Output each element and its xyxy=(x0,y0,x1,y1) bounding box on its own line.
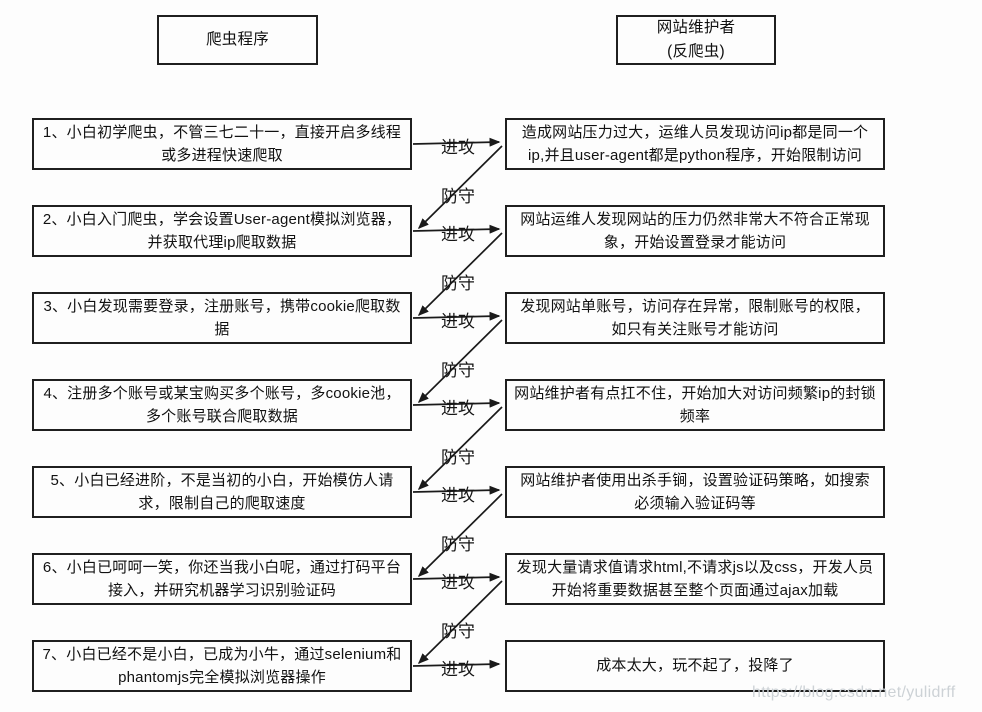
defend-arrow xyxy=(417,232,503,317)
defend-arrow xyxy=(417,145,503,230)
crawler-step-6-text: 6、小白已呵呵一笑，你还当我小白呢，通过打码平台接入，并研究机器学习识别验证码 xyxy=(42,558,402,599)
maintainer-step-3-text: 发现网站单账号，访问存在异常，限制账号的权限，如只有关注账号才能访问 xyxy=(520,297,870,338)
maintainer-step-7-text: 成本太大，玩不起了，投降了 xyxy=(596,657,794,675)
crawler-step-5: 5、小白已经进阶，不是当初的小白，开始模仿人请求，限制自己的爬取速度 xyxy=(32,466,412,518)
maintainer-step-4-text: 网站维护者有点扛不住，开始加大对访问频繁ip的封锁频率 xyxy=(514,384,876,425)
crawler-step-1: 1、小白初学爬虫，不管三七二十一，直接开启多线程或多进程快速爬取 xyxy=(32,118,412,170)
crawler-step-3: 3、小白发现需要登录，注册账号，携带cookie爬取数据 xyxy=(32,292,412,344)
maintainer-step-5: 网站维护者使用出杀手锏，设置验证码策略，如搜索必须输入验证码等 xyxy=(505,466,885,518)
crawler-step-5-text: 5、小白已经进阶，不是当初的小白，开始模仿人请求，限制自己的爬取速度 xyxy=(50,471,394,512)
attack-arrow xyxy=(412,224,501,234)
attack-arrow-label: 进攻 xyxy=(441,312,475,331)
attack-arrow-label: 进攻 xyxy=(441,573,475,592)
maintainer-step-7: 成本太大，玩不起了，投降了 xyxy=(505,640,885,692)
crawler-step-7: 7、小白已经不是小白，已成为小牛，通过selenium和phantomjs完全模… xyxy=(32,640,412,692)
actor-box-crawler: 爬虫程序 xyxy=(157,15,318,65)
attack-arrow xyxy=(412,137,501,147)
maintainer-step-2: 网站运维人发现网站的压力仍然非常大不符合正常现象，开始设置登录才能访问 xyxy=(505,205,885,257)
defend-arrow-label: 防守 xyxy=(441,535,475,554)
crawler-step-7-text: 7、小白已经不是小白，已成为小牛，通过selenium和phantomjs完全模… xyxy=(42,645,402,686)
attack-arrow-label: 进攻 xyxy=(441,660,475,679)
maintainer-step-2-text: 网站运维人发现网站的压力仍然非常大不符合正常现象，开始设置登录才能访问 xyxy=(520,210,870,251)
defend-arrow-label: 防守 xyxy=(441,187,475,206)
maintainer-step-1: 造成网站压力过大，运维人员发现访问ip都是同一个ip,并且user-agent都… xyxy=(505,118,885,170)
defend-arrow xyxy=(417,493,503,578)
attack-arrow xyxy=(412,398,501,408)
maintainer-step-3: 发现网站单账号，访问存在异常，限制账号的权限，如只有关注账号才能访问 xyxy=(505,292,885,344)
actor-label-crawler: 爬虫程序 xyxy=(206,30,269,48)
actor-box-maintainer: 网站维护者 (反爬虫) xyxy=(616,15,776,65)
defend-arrow-label: 防守 xyxy=(441,622,475,641)
crawler-step-4: 4、注册多个账号或某宝购买多个账号，多cookie池，多个账号联合爬取数据 xyxy=(32,379,412,431)
crawler-step-3-text: 3、小白发现需要登录，注册账号，携带cookie爬取数据 xyxy=(43,297,401,338)
maintainer-step-4: 网站维护者有点扛不住，开始加大对访问频繁ip的封锁频率 xyxy=(505,379,885,431)
crawler-step-4-text: 4、注册多个账号或某宝购买多个账号，多cookie池，多个账号联合爬取数据 xyxy=(43,384,401,425)
actor-label-maintainer-line2: (反爬虫) xyxy=(667,43,725,60)
attack-arrow xyxy=(412,572,501,582)
defend-arrow xyxy=(417,406,503,491)
maintainer-step-6-text: 发现大量请求值请求html,不请求js以及css，开发人员开始将重要数据甚至整个… xyxy=(516,558,874,599)
crawler-step-1-text: 1、小白初学爬虫，不管三七二十一，直接开启多线程或多进程快速爬取 xyxy=(42,123,402,164)
attack-arrow-label: 进攻 xyxy=(441,399,475,418)
defend-arrow xyxy=(417,580,503,665)
crawler-step-6: 6、小白已呵呵一笑，你还当我小白呢，通过打码平台接入，并研究机器学习识别验证码 xyxy=(32,553,412,605)
attack-arrow-label: 进攻 xyxy=(441,138,475,157)
defend-arrow-label: 防守 xyxy=(441,361,475,380)
crawler-step-2: 2、小白入门爬虫，学会设置User-agent模拟浏览器，并获取代理ip爬取数据 xyxy=(32,205,412,257)
attack-arrow xyxy=(412,659,501,669)
attack-arrow xyxy=(412,311,501,321)
defend-arrow xyxy=(417,319,503,404)
defend-arrow-label: 防守 xyxy=(441,448,475,467)
attack-arrow xyxy=(412,485,501,495)
maintainer-step-6: 发现大量请求值请求html,不请求js以及css，开发人员开始将重要数据甚至整个… xyxy=(505,553,885,605)
maintainer-step-1-text: 造成网站压力过大，运维人员发现访问ip都是同一个ip,并且user-agent都… xyxy=(521,123,869,164)
maintainer-step-5-text: 网站维护者使用出杀手锏，设置验证码策略，如搜索必须输入验证码等 xyxy=(520,471,870,512)
actor-label-maintainer-line1: 网站维护者 xyxy=(656,18,736,36)
attack-arrow-label: 进攻 xyxy=(441,225,475,244)
crawler-step-2-text: 2、小白入门爬虫，学会设置User-agent模拟浏览器，并获取代理ip爬取数据 xyxy=(42,210,402,251)
attack-arrow-label: 进攻 xyxy=(441,486,475,505)
csdn-watermark: https://blog.csdn.net/yulidrff xyxy=(752,684,956,701)
defend-arrow-label: 防守 xyxy=(441,274,475,293)
